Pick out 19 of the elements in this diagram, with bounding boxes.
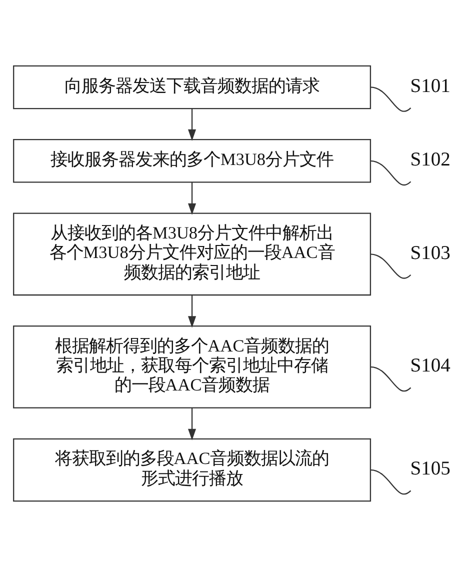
arrow [188, 182, 196, 214]
node-text: S102 [410, 149, 450, 170]
connector [370, 468, 411, 494]
connector [370, 160, 411, 186]
arrow [188, 108, 196, 140]
node-text: S104 [410, 355, 450, 376]
node-box: 接收服务器发来的多个M3U8分片文件 [12, 138, 371, 182]
node-text: S105 [410, 458, 450, 480]
connector [370, 86, 411, 112]
node-box: 向服务器发送下载音频数据的请求 [12, 64, 371, 109]
node-box: 将获取到的多段AAC音频数据以流的形式进行播放 [12, 438, 371, 502]
arrow [188, 407, 196, 440]
connector [370, 366, 411, 392]
connector [370, 253, 411, 278]
node-text: S103 [410, 242, 450, 264]
node-box: 根据解析得到的多个AAC音频数据的索引地址，获取每个索引地址中存储的一段AAC音频数据 [12, 325, 371, 408]
node-box: 从接收到的各M3U8分片文件中解析出各个M3U8分片文件对应的一段AAC音频数据的索引地址 [12, 212, 371, 296]
arrow [188, 294, 196, 328]
node-text: S101 [410, 75, 450, 96]
